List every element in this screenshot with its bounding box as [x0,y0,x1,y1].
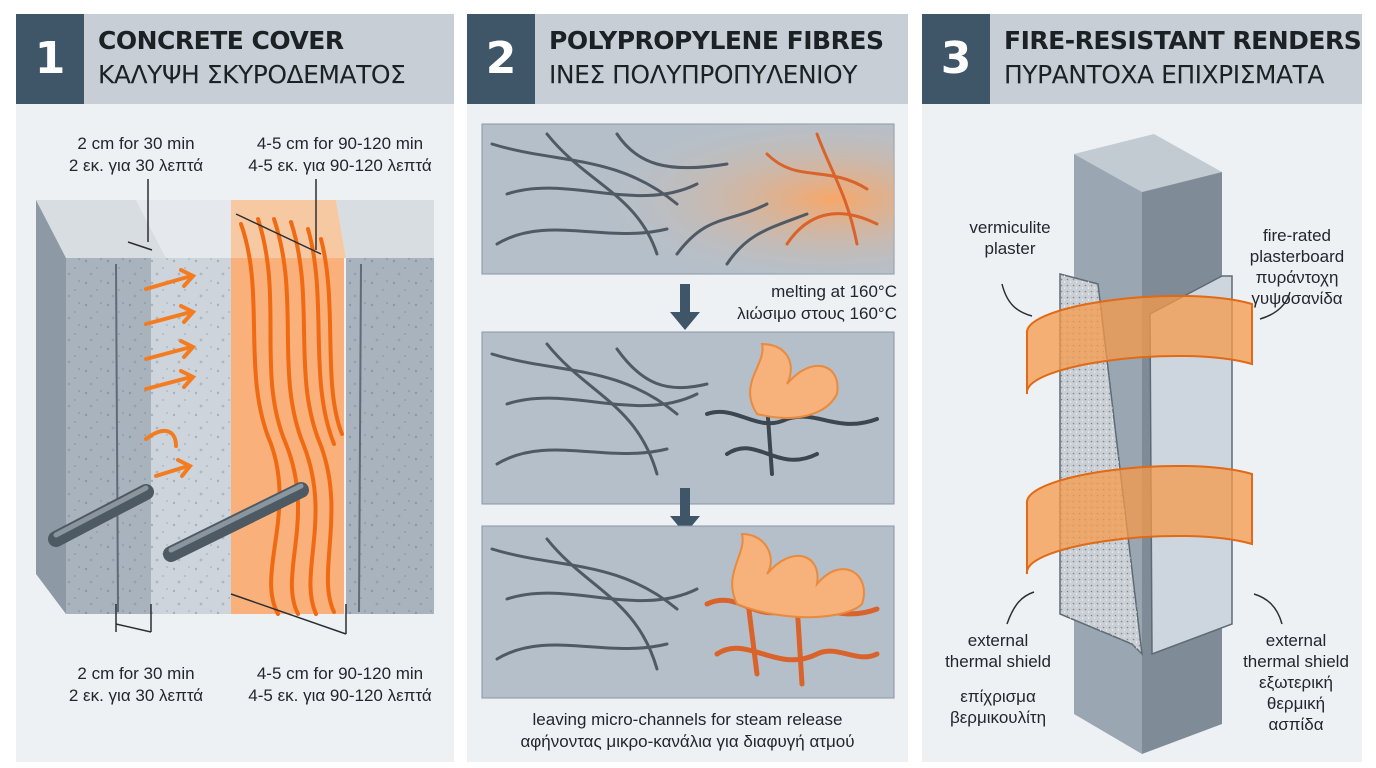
channels-label-en: leaving micro-channels for steam release [532,710,843,729]
panel-title-en: CONCRETE COVER [98,26,344,55]
rebar-right [163,482,309,562]
panel-number: 3 [922,14,990,104]
panel-title-en: FIRE-RESISTANT RENDERS [1004,26,1362,55]
melting-label-gr: λιώσιμο στους 160°C [737,304,897,323]
fibre-stage-intact [481,123,895,275]
panel-header: 2 POLYPROPYLENE FIBRES ΙΝΕΣ ΠΟΛΥΠΡΟΠΥΛΕΝ… [467,14,908,104]
plasterboard-label-en-2: plasterboard [1249,247,1345,266]
fibre-stage-melting [481,331,895,505]
steam-plume-2 [731,532,865,619]
top-right-label-gr: 4-5 εκ. για 90-120 λεπτά [248,156,432,175]
bottom-left-label-gr: 2 εκ. για 30 λεπτά [68,686,204,705]
melting-label-en: melting at 160°C [771,282,897,301]
bottom-right-label-en: 4-5 cm for 90-120 min [256,664,424,683]
shield-right-label-gr-1: εξωτερική [1259,673,1333,692]
panel-fire-resistant-renders: 3 FIRE-RESISTANT RENDERS ΠΥΡΑΝΤΟΧΑ ΕΠΙΧΡ… [922,14,1362,762]
top-right-label-en: 4-5 cm for 90-120 min [256,134,424,153]
shield-right-label-gr-3: ασπίδα [1268,715,1324,734]
left-slab-side [36,200,66,614]
column-illustration [1001,134,1291,754]
column-top [1074,134,1222,192]
vermiculite-label-gr-2: βερμικουλίτη [949,708,1047,727]
shield-right-label-en-1: external [1265,631,1327,650]
top-left-label-gr: 2 εκ. για 30 λεπτά [68,156,204,175]
shield-right-label-en-2: thermal shield [1243,652,1349,671]
vermiculite-label-en-1: vermiculite [969,218,1051,237]
heat-arrows [144,268,197,478]
panel-title-gr: ΠΥΡΑΝΤΟΧΑ ΕΠΙΧΡΙΣΜΑΤΑ [1004,60,1324,89]
rebar-left [48,484,154,547]
panel-number: 2 [467,14,535,104]
leader-lines [1001,283,1291,625]
fibre-stage-channels [481,525,895,699]
steam-plume-1 [749,342,839,419]
panel-header: 1 CONCRETE COVER ΚΑΛΥΨΗ ΣΚΥΡΟΔΕΜΑΤΟΣ [16,14,454,104]
panel-title-gr: ΚΑΛΥΨΗ ΣΚΥΡΟΔΕΜΑΤΟΣ [98,60,406,89]
vermiculite-label-gr-1: επίχρισμα [960,687,1036,706]
plasterboard-label-gr-1: πυράντοχη [1255,268,1339,287]
panel-concrete-cover: 1 CONCRETE COVER ΚΑΛΥΨΗ ΣΚΥΡΟΔΕΜΑΤΟΣ [16,14,454,762]
vermiculite-label-en-2: plaster [984,239,1036,258]
shield-left-label-en-1: external [967,631,1029,650]
shield-right-label-gr-2: θερμική [1266,694,1326,713]
panel-title-gr: ΙΝΕΣ ΠΟΛΥΠΡΟΠΥΛΕΝΙΟΥ [549,60,858,89]
shield-left-label-en-2: thermal shield [945,652,1051,671]
panel-polypropylene-fibres: 2 POLYPROPYLENE FIBRES ΙΝΕΣ ΠΟΛΥΠΡΟΠΥΛΕΝ… [467,14,908,762]
panel-header: 3 FIRE-RESISTANT RENDERS ΠΥΡΑΝΤΟΧΑ ΕΠΙΧΡ… [922,14,1362,104]
bottom-left-label-en: 2 cm for 30 min [77,664,195,683]
fibres-illustration [481,123,895,699]
concrete-cover-illustration [36,179,434,635]
arrow-down-1 [670,284,700,330]
channels-label-gr: αφήνοντας μικρο-κανάλια για διαφυγή ατμο… [520,732,855,751]
panel-number: 1 [16,14,84,104]
thermal-shield-upper [1025,294,1253,395]
arrow-down-2 [670,488,700,534]
heat-flow-lines [239,217,344,616]
bottom-right-label-gr: 4-5 εκ. για 90-120 λεπτά [248,686,432,705]
plasterboard [1149,275,1233,656]
panel-title-en: POLYPROPYLENE FIBRES [549,26,884,55]
plasterboard-label-gr-2: γυψοσανίδα [1251,289,1343,308]
thermal-shield-lower [1025,464,1253,575]
top-left-label-en: 2 cm for 30 min [77,134,195,153]
plasterboard-label-en-1: fire-rated [1262,226,1332,245]
